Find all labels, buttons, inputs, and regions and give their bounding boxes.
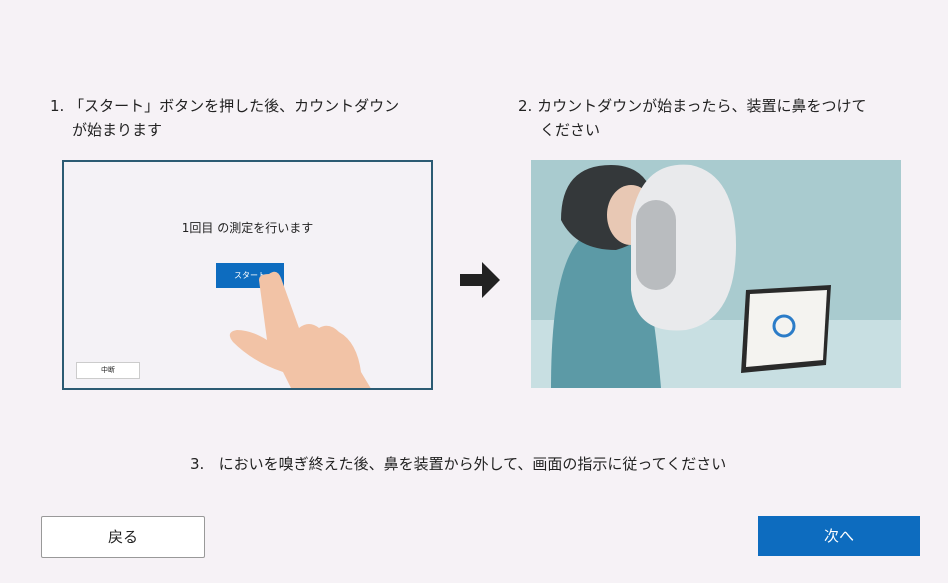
step-number: 3. <box>190 455 205 473</box>
step-text-cont: ください <box>540 121 601 139</box>
step-1: 1. 「スタート」ボタンを押した後、カウントダウンが始まります <box>50 94 450 142</box>
step-number: 2. <box>518 97 533 115</box>
measurement-message: 1回目 の測定を行います <box>181 221 314 235</box>
illustration-stop-button: 中断 <box>76 362 140 379</box>
step-text-cont: が始まります <box>72 121 163 139</box>
step-text: 「スタート」ボタンを押した後、カウントダウン <box>69 97 400 115</box>
arrow-right-icon <box>460 262 500 298</box>
back-button[interactable]: 戻る <box>41 516 205 558</box>
start-screen-illustration: 1回目 の測定を行います スタート 中断 <box>62 160 433 390</box>
step-3: 3. においを嗅ぎ終えた後、鼻を装置から外して、画面の指示に従ってください <box>190 452 726 476</box>
step-text: においを嗅ぎ終えた後、鼻を装置から外して、画面の指示に従ってください <box>218 455 727 473</box>
person-using-device-photo <box>531 160 901 388</box>
pointing-hand-icon <box>229 271 371 388</box>
next-button[interactable]: 次へ <box>758 516 920 556</box>
step-text: カウントダウンが始まったら、装置に鼻をつけて <box>537 97 867 115</box>
step-2: 2. カウントダウンが始まったら、装置に鼻をつけてください <box>518 94 918 142</box>
step-number: 1. <box>50 97 65 115</box>
